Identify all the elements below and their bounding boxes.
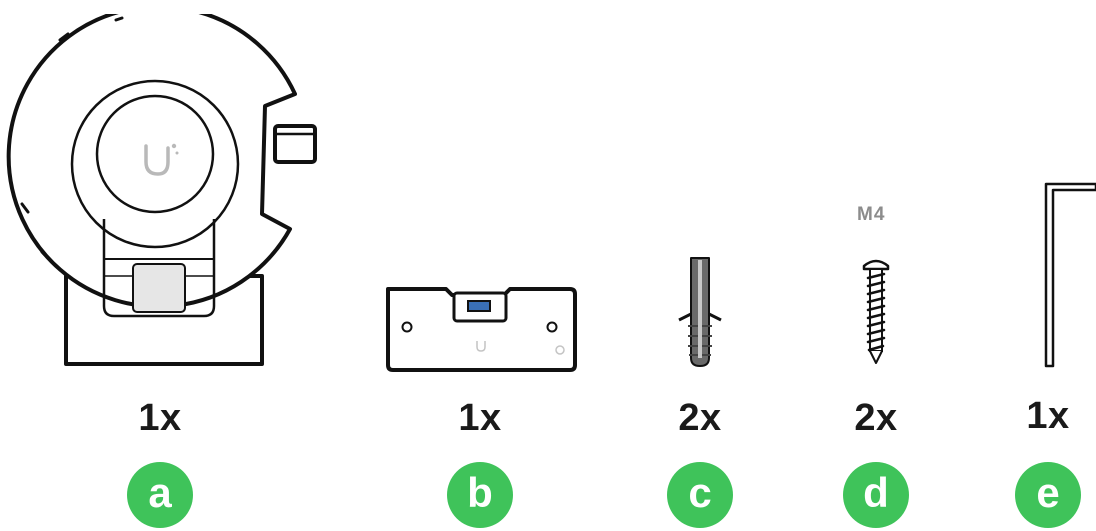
quantity-b: 1x: [458, 397, 502, 439]
item-label-d: d: [843, 462, 909, 528]
screw-size-label: M4: [857, 204, 886, 225]
quantity-c: 2x: [678, 397, 722, 439]
item-label-b: b: [447, 462, 513, 528]
item-label-c: c: [667, 462, 733, 528]
quantity-a: 1x: [138, 397, 182, 439]
quantity-d: 2x: [854, 397, 898, 439]
camera-illustration: [6, 14, 317, 366]
wall-anchor-illustration: [678, 257, 722, 367]
mounting-plate-illustration: [386, 287, 577, 372]
item-label-e: e: [1015, 462, 1081, 528]
screw-illustration: [862, 259, 890, 364]
hex-key-illustration: [1044, 182, 1096, 368]
item-label-a: a: [127, 462, 193, 528]
quantity-e: 1x: [1026, 395, 1070, 437]
